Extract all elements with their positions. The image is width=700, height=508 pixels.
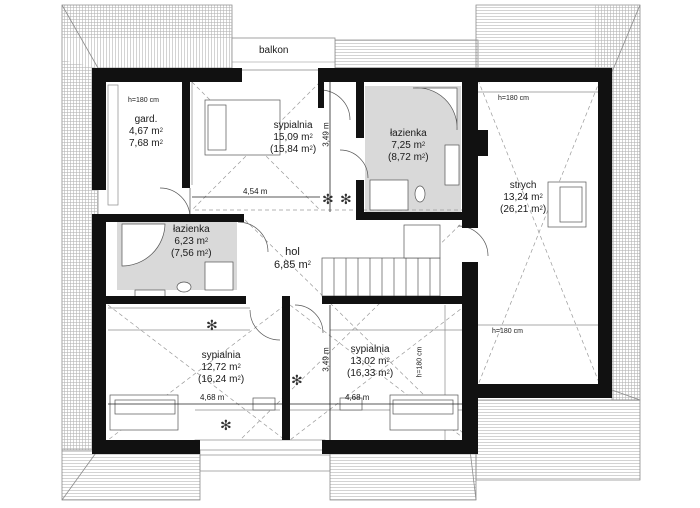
dimension-top-width: 4,54 m: [243, 187, 268, 196]
room-area: 13,24 m2: [503, 192, 543, 203]
room-name: sypialnia: [201, 350, 241, 361]
room-area-total: (7,56 m2): [171, 248, 212, 259]
room-sypialnia-bottom-left: sypialnia 12,72 m2 (16,24 m2): [198, 350, 244, 386]
room-strych: strych 13,24 m2 (26,21 m2): [500, 180, 546, 216]
room-lazienka-left: łazienka 6,23 m2 (7,56 m2): [171, 224, 212, 260]
doors: [159, 89, 489, 341]
svg-text:✻: ✻: [291, 373, 303, 389]
room-area: 13,02 m2: [350, 356, 390, 367]
svg-text:✻: ✻: [220, 418, 232, 434]
fixtures: [109, 87, 587, 431]
height-strych-top: h=180 cm: [498, 95, 529, 102]
walls: [92, 68, 612, 454]
balcony-label: balkon: [259, 45, 289, 56]
plants: ✻ ✻ ✻ ✻ ✻: [206, 192, 352, 434]
height-garderoba: h=180 cm: [128, 97, 159, 104]
room-area: 6,85 m2: [274, 259, 311, 271]
room-sypialnia-bottom-right: sypialnia 13,02 m2 (16,33 m2): [347, 344, 393, 380]
room-name: łazienka: [389, 128, 427, 139]
room-hol: hol 6,85 m2: [274, 246, 311, 272]
room-name: gard.: [134, 114, 158, 125]
room-area-total: (26,21 m2): [500, 204, 547, 215]
roof: [61, 4, 641, 501]
dimension-top-depth: 3,49 m: [321, 122, 331, 147]
room-garderoba: gard. 4,67 m2 7,68 m2: [129, 114, 163, 150]
room-area-total: (16,24 m2): [198, 374, 245, 385]
room-area: 4,67 m2: [129, 126, 163, 137]
dimension-bottom-left-width: 4,68 m: [200, 393, 225, 402]
room-area: 6,23 m2: [174, 236, 209, 247]
room-name: sypialnia: [350, 344, 390, 355]
dimension-bottom-right-width: 4,68 m: [345, 393, 370, 402]
dimension-lines: [108, 82, 466, 440]
room-area-total: 7,68 m2: [129, 138, 163, 149]
room-area: 12,72 m2: [201, 362, 241, 373]
staircase: [321, 224, 441, 297]
room-area-total: (16,33 m2): [347, 368, 394, 379]
room-name: łazienka: [172, 224, 210, 235]
room-sypialnia-top: sypialnia 15,09 m2 (15,84 m2): [270, 120, 316, 156]
height-bedroom-right: h=180 cm: [416, 346, 424, 378]
height-strych-bottom: h=180 cm: [492, 328, 523, 335]
room-area: 7,25 m2: [391, 140, 426, 151]
room-name: strych: [509, 180, 537, 191]
balcony: [231, 37, 336, 71]
room-area: 15,09 m2: [273, 132, 313, 143]
dimension-bottom-depth: 3,49 m: [321, 347, 331, 372]
room-area-total: (8,72 m2): [388, 152, 429, 163]
svg-text:✻: ✻: [206, 318, 218, 334]
room-lazienka-top: łazienka 7,25 m2 (8,72 m2): [388, 128, 429, 164]
room-name: sypialnia: [273, 120, 313, 131]
svg-text:✻: ✻: [322, 192, 334, 208]
room-name: hol: [285, 246, 300, 258]
room-area-total: (15,84 m2): [270, 144, 317, 155]
svg-text:✻: ✻: [340, 192, 352, 208]
